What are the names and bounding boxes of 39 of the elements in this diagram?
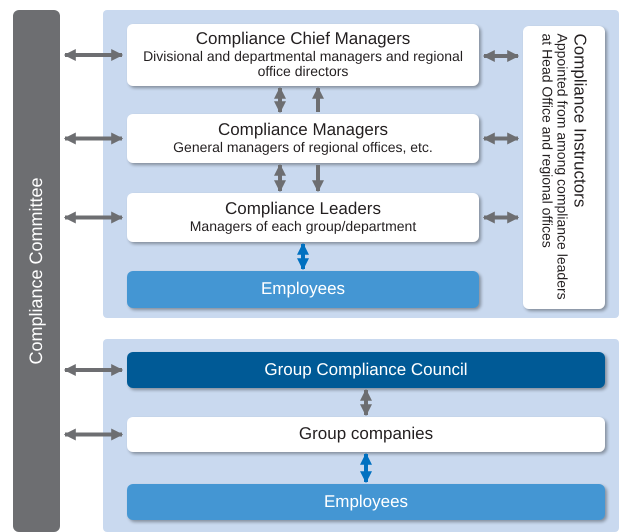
heading: Compliance Chief Managers — [196, 30, 410, 49]
heading: Employees — [324, 492, 408, 512]
heading: Employees — [260, 280, 346, 299]
role-box — [127, 24, 479, 86]
heading: Compliance Leaders — [225, 200, 381, 220]
arrow — [360, 452, 372, 484]
committee-bar — [13, 10, 60, 532]
arrow — [64, 428, 124, 440]
description: General managers of regional offices, etc. — [172, 140, 434, 156]
instructors-box — [523, 26, 605, 309]
role-box — [127, 417, 605, 452]
arrow — [312, 165, 324, 192]
group-panel — [103, 10, 619, 318]
arrow — [360, 388, 372, 416]
employees-box — [127, 271, 479, 308]
arrow — [274, 164, 286, 192]
heading: Group Compliance Council — [264, 360, 468, 380]
arrow — [312, 86, 324, 112]
heading: Compliance Instructors — [570, 33, 589, 207]
arrow — [64, 132, 124, 144]
arrow — [64, 364, 124, 376]
committee-label: Compliance Committee — [26, 177, 46, 365]
arrow — [64, 212, 124, 224]
description: Managers of each group/department — [188, 219, 418, 235]
arrow — [482, 212, 520, 224]
role-box — [127, 114, 479, 163]
heading: Compliance Managers — [218, 121, 388, 140]
description: Divisional and departmental managers and regional office directors — [142, 48, 464, 80]
heading: Group companies — [298, 425, 434, 444]
description: Appointed from among compliance leaders at Head Office and regional offices — [539, 33, 570, 302]
arrow — [297, 242, 309, 270]
arrow — [482, 50, 520, 62]
employees-box — [127, 484, 605, 520]
arrow — [64, 49, 124, 61]
role-box — [127, 193, 479, 242]
group-panel — [103, 339, 619, 532]
arrow — [482, 132, 520, 144]
arrow — [274, 86, 286, 114]
council-box — [127, 352, 605, 388]
